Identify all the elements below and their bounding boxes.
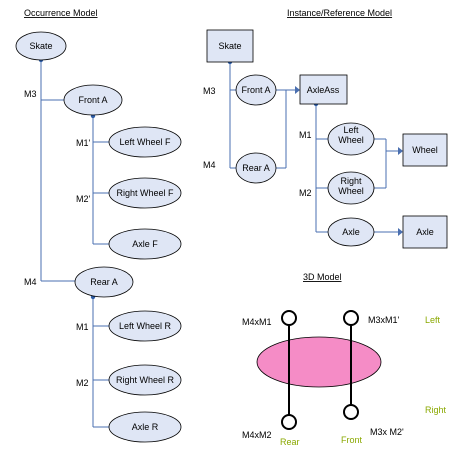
- instance-title: Instance/Reference Model: [287, 8, 392, 18]
- model3d-rear-axle: [281, 310, 297, 430]
- instance-left-wheel-line2: Wheel: [338, 135, 364, 145]
- instance-label-m2: M2: [299, 188, 312, 198]
- instance-node-axle-ass: AxleAss: [299, 74, 348, 105]
- occurrence-label-m3: M3: [24, 89, 37, 99]
- model3d-title: 3D Model: [303, 272, 342, 282]
- instance-node-rear: Rear A: [235, 152, 277, 184]
- model3d-front-axle: [343, 310, 359, 420]
- instance-front-label: Front A: [241, 85, 270, 95]
- instance-label-m3: M3: [203, 86, 216, 96]
- instance-node-left-wheel: Left Wheel: [327, 122, 375, 156]
- occurrence-left-wheel-r-label: Left Wheel R: [119, 321, 172, 331]
- instance-axle-label: Axle: [342, 227, 360, 237]
- occurrence-label-m1p: M1': [76, 138, 91, 148]
- instance-left-wheel-line1: Left: [343, 125, 359, 135]
- model3d-label-m3m1: M3xM1': [368, 315, 400, 325]
- occurrence-label-m2p: M2': [76, 194, 91, 204]
- instance-connectors: [227, 59, 403, 236]
- occurrence-node-right-wheel-r: Right Wheel R: [108, 364, 182, 396]
- instance-wheel-box-label: Wheel: [412, 145, 438, 155]
- instance-node-right-wheel: Right Wheel: [327, 171, 375, 205]
- occurrence-title: Occurrence Model: [24, 8, 98, 18]
- occurrence-left-wheel-f-label: Left Wheel F: [119, 137, 171, 147]
- instance-skate-label: Skate: [218, 41, 241, 51]
- instance-node-axle: Axle: [327, 217, 375, 247]
- model3d-body: [256, 336, 382, 388]
- model3d-label-right: Right: [425, 405, 447, 415]
- model3d-label-m3m2: M3x M2': [370, 427, 404, 437]
- model3d-label-front: Front: [341, 435, 363, 445]
- occurrence-node-left-wheel-f: Left Wheel F: [108, 126, 182, 158]
- occurrence-node-axle-r: Axle R: [108, 411, 182, 443]
- occurrence-node-skate: Skate: [15, 31, 67, 61]
- occurrence-right-wheel-r-label: Right Wheel R: [116, 375, 175, 385]
- occurrence-label-m4: M4: [24, 277, 37, 287]
- occurrence-front-label: Front A: [78, 95, 107, 105]
- instance-rear-label: Rear A: [242, 163, 270, 173]
- occurrence-node-rear: Rear A: [74, 266, 134, 298]
- occurrence-skate-label: Skate: [29, 41, 52, 51]
- occurrence-label-m1: M1: [76, 322, 89, 332]
- instance-node-skate: Skate: [206, 29, 254, 63]
- occurrence-node-left-wheel-r: Left Wheel R: [108, 310, 182, 342]
- occurrence-axle-r-label: Axle R: [132, 422, 159, 432]
- instance-label-m4: M4: [203, 160, 216, 170]
- instance-right-wheel-line1: Right: [340, 176, 362, 186]
- occurrence-label-m2: M2: [76, 378, 89, 388]
- instance-label-m1: M1: [299, 130, 312, 140]
- occurrence-right-wheel-f-label: Right Wheel F: [116, 188, 174, 198]
- model3d-label-m4m1: M4xM1: [242, 317, 272, 327]
- occurrence-node-front: Front A: [63, 84, 123, 116]
- model3d-label-left: Left: [425, 315, 441, 325]
- occurrence-node-axle-f: Axle F: [108, 228, 182, 260]
- occurrence-node-right-wheel-f: Right Wheel F: [108, 177, 182, 209]
- instance-axle-ass-label: AxleAss: [307, 85, 340, 95]
- model3d-label-rear: Rear: [280, 437, 300, 447]
- instance-axle-box-label: Axle: [416, 227, 434, 237]
- occurrence-axle-f-label: Axle F: [132, 239, 158, 249]
- instance-node-wheel-box: Wheel: [402, 133, 448, 167]
- instance-node-axle-box: Axle: [402, 215, 448, 249]
- occurrence-rear-label: Rear A: [90, 277, 118, 287]
- instance-node-front: Front A: [235, 74, 277, 106]
- instance-right-wheel-line2: Wheel: [338, 186, 364, 196]
- model3d-label-m4m2: M4xM2: [242, 430, 272, 440]
